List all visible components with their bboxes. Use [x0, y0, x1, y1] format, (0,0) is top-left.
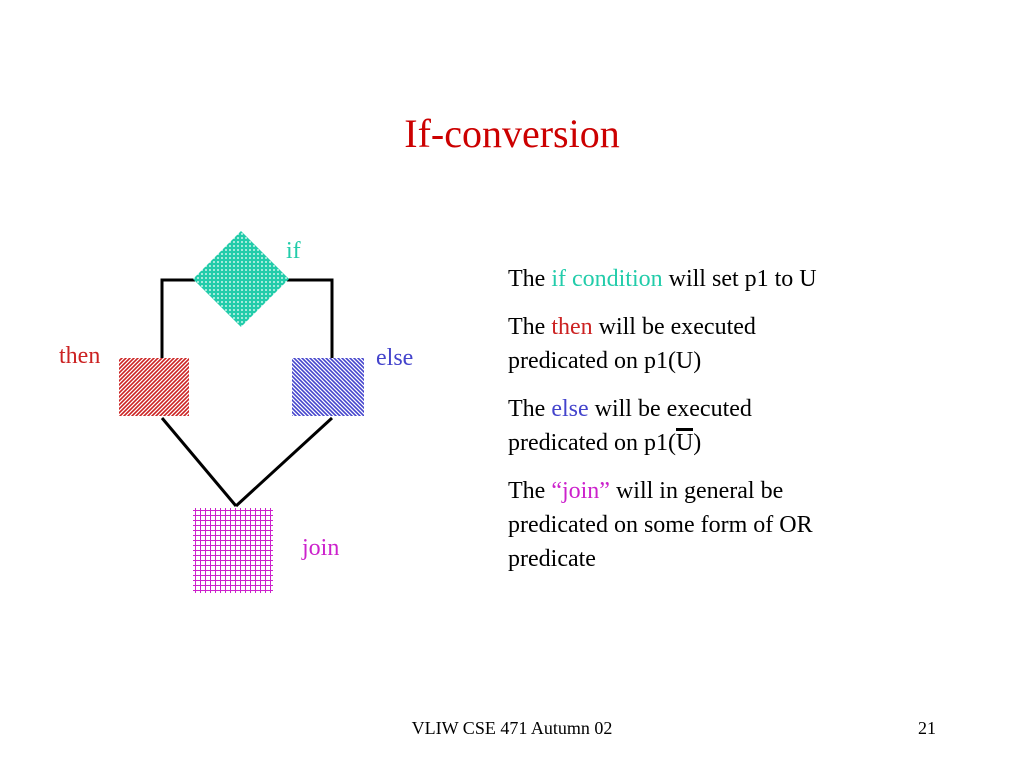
text-span: The [508, 396, 552, 422]
page-number: 21 [918, 718, 936, 738]
cfg-edges [160, 278, 334, 508]
negated-u: U [675, 428, 694, 456]
highlight-if-condition: if condition [551, 266, 663, 292]
if-node [193, 231, 289, 327]
else-node [292, 358, 364, 416]
highlight-else: else [551, 396, 589, 422]
text-span: The [508, 314, 552, 340]
paragraph-else: The else will be executed predicated on … [508, 392, 838, 460]
explanation-text: The if condition will set p1 to U The th… [508, 262, 838, 590]
paragraph-join: The “join” will in general be predicated… [508, 474, 838, 576]
join-label: join [301, 535, 339, 561]
text-span: will be executed predicated on p1( [508, 396, 752, 456]
edge-if-then [160, 278, 195, 358]
text-span: The [508, 266, 552, 292]
then-node [119, 358, 189, 416]
text-span: will be executed predicated on p1(U) [508, 314, 756, 374]
if-label: if [286, 238, 301, 264]
text-span: ) [693, 430, 702, 456]
slide-title: If-conversion [404, 111, 620, 156]
edge-else-join [234, 416, 334, 508]
then-label: then [59, 343, 100, 369]
edge-if-else [287, 278, 334, 358]
text-span: The [508, 478, 552, 504]
edge-then-join [160, 417, 238, 507]
paragraph-if: The if condition will set p1 to U [508, 262, 838, 296]
slide-footer: VLIW CSE 471 Autumn 02 [411, 718, 613, 738]
paragraph-then: The then will be executed predicated on … [508, 310, 838, 378]
text-span: will in general be predicated on some fo… [508, 478, 813, 572]
highlight-then: then [551, 314, 593, 340]
else-label: else [376, 345, 413, 371]
join-node [193, 508, 273, 593]
text-span: will set p1 to U [662, 266, 817, 292]
highlight-join: “join” [551, 478, 610, 504]
